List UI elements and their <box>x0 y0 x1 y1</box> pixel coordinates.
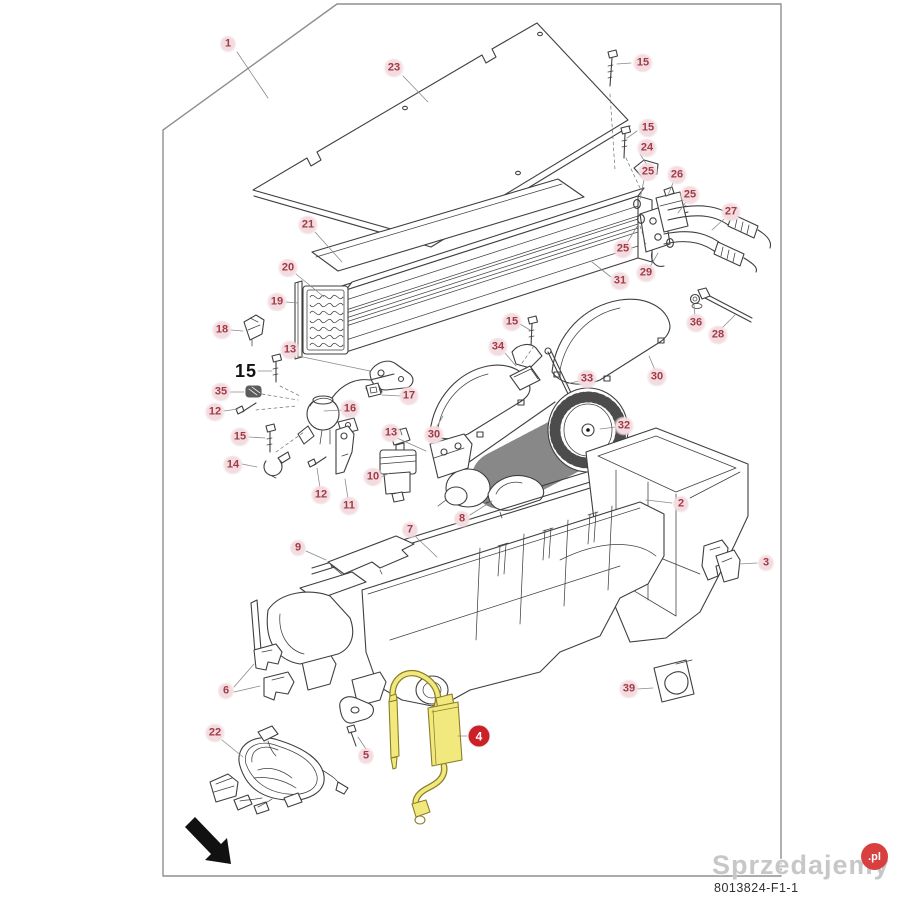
heater-core <box>294 187 653 360</box>
heater-pipes <box>663 205 772 273</box>
housing-clips <box>253 643 295 701</box>
retainer-clip <box>701 539 741 583</box>
blower-wheel <box>437 387 629 509</box>
scroll-piece <box>487 475 545 511</box>
drawing-frame <box>162 3 782 877</box>
clamp-bracket <box>633 159 659 178</box>
watermark-domain-badge: .pl <box>861 843 888 870</box>
scroll-cover-right <box>551 298 671 385</box>
highlighted-thermostat-sensor <box>388 669 463 825</box>
wiring-harness <box>209 725 349 815</box>
hose-clamp <box>263 451 291 479</box>
cable-bracket <box>339 696 375 724</box>
heater-valve <box>297 373 395 445</box>
pad-bracket <box>509 343 543 391</box>
support-strap <box>335 425 355 475</box>
lower-housing <box>250 501 665 707</box>
solenoid-valve <box>379 427 417 503</box>
grommet <box>653 659 695 703</box>
callout-leader-lines <box>221 51 758 758</box>
sensor-plug <box>243 314 265 347</box>
orientation-arrow <box>185 817 231 864</box>
watermark-text: Sprzedajemy <box>712 850 890 880</box>
drawing-number: 8013824-F1-1 <box>714 881 799 895</box>
bolt-and-nut <box>689 287 753 323</box>
mounting-plate-lower <box>429 433 473 479</box>
screw-fasteners <box>235 49 632 747</box>
valve-clip <box>365 382 382 398</box>
stepped-plate <box>327 535 415 579</box>
o-rings <box>633 199 680 248</box>
assembly-guide-lines <box>255 93 647 453</box>
foam-strip <box>311 178 585 272</box>
cable-clip <box>245 385 262 398</box>
